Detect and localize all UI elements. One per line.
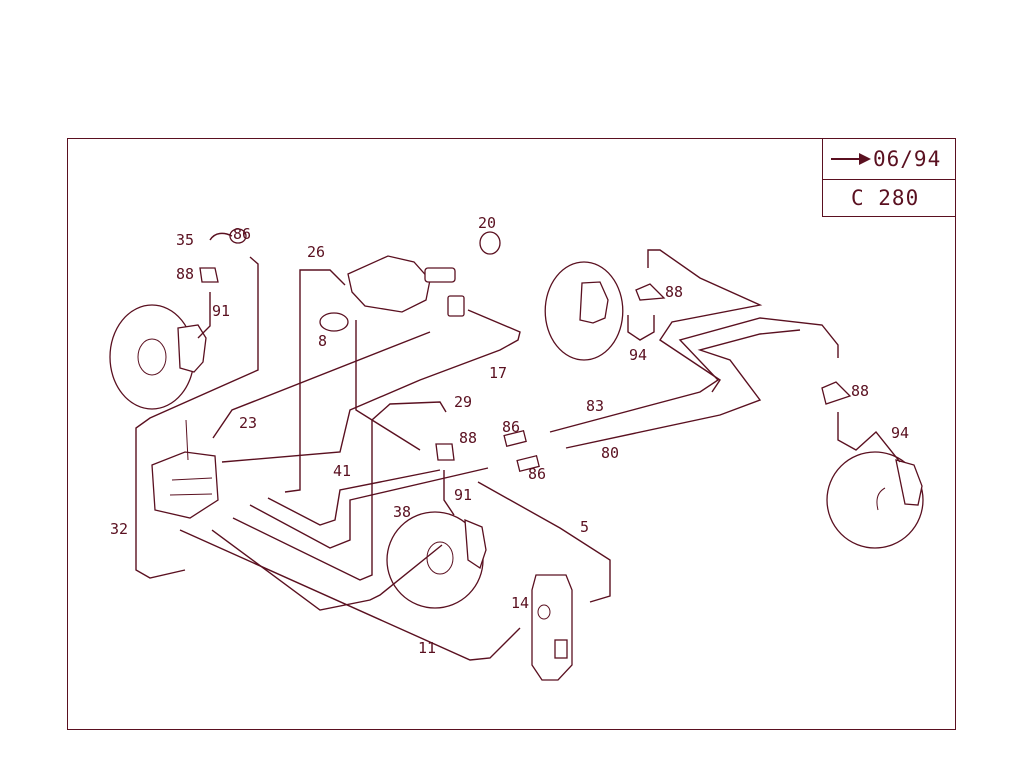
connector-86-lower [516,454,540,473]
callout-14: 14 [511,594,529,612]
info-box: 06/94 C 280 [822,138,956,217]
callout-8: 8 [318,332,327,350]
brake-disc-rear-right [544,261,624,361]
callout-20: 20 [478,214,496,232]
callout-94: 94 [891,424,909,442]
callout-23: 23 [239,414,257,432]
bracket-88-right [821,381,852,405]
callout-29: 29 [454,393,472,411]
callout-41: 41 [333,462,351,480]
connector-86-left [229,228,247,244]
diagram-frame [67,138,956,730]
callout-35: 35 [176,231,194,249]
arrow-right-icon [831,153,871,165]
callout-88: 88 [176,265,194,283]
brake-disc-right [826,451,924,549]
callout-86: 86 [528,465,546,483]
callout-88: 88 [851,382,869,400]
callout-88: 88 [665,283,683,301]
bracket-88-center [435,443,455,461]
callout-88: 88 [459,429,477,447]
model-label: C 280 [851,186,920,210]
callout-91: 91 [454,486,472,504]
brake-pipes [135,232,901,661]
callout-86: 86 [502,418,520,436]
callout-32: 32 [110,520,128,538]
brake-disc-rear-left [386,511,487,609]
callout-83: 83 [586,397,604,415]
callout-94: 94 [629,346,647,364]
callout-26: 26 [307,243,325,261]
pressure-regulator [531,574,573,681]
callout-11: 11 [418,639,436,657]
callout-80: 80 [601,444,619,462]
callout-86: 86 [233,225,251,243]
callout-38: 38 [393,503,411,521]
hydraulic-unit [151,419,219,519]
master-cylinder [319,231,501,332]
bracket-88-left [199,267,219,283]
connector-86-upper [503,429,527,448]
callout-91: 91 [212,302,230,320]
callouts: 35 86 88 91 26 8 20 17 88 94 88 94 23 29… [110,214,909,657]
callout-17: 17 [489,364,507,382]
brake-disc-front-left [109,304,207,410]
bracket-88-top-right [635,283,666,301]
date-label: 06/94 [873,147,942,171]
callout-5: 5 [580,518,589,536]
date-row: 06/94 [823,139,955,180]
